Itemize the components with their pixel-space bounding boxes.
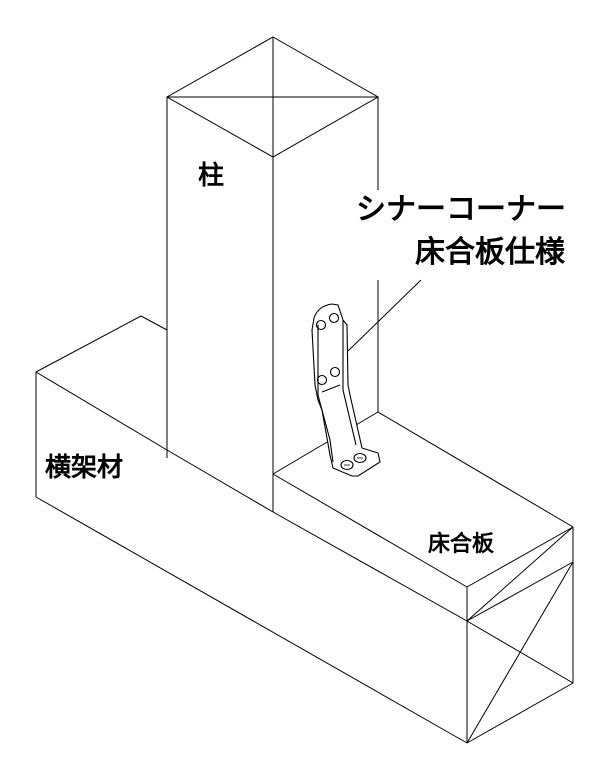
floor-board-label: 床合板 [428, 532, 495, 557]
beam-label: 横架材 [45, 453, 124, 483]
corner-bracket [311, 303, 381, 477]
beam [35, 315, 468, 744]
beam-top-front-edge [35, 371, 168, 451]
column-label: 柱 [198, 161, 225, 191]
column [165, 36, 380, 512]
floor-board [272, 411, 574, 744]
beam-bottom-edge [35, 496, 468, 744]
product-name-label: シナーコーナー [354, 192, 568, 227]
product-spec-label: 床合板仕様 [413, 235, 567, 270]
beam-top-back-edge [35, 315, 142, 373]
leader-line [347, 279, 422, 352]
